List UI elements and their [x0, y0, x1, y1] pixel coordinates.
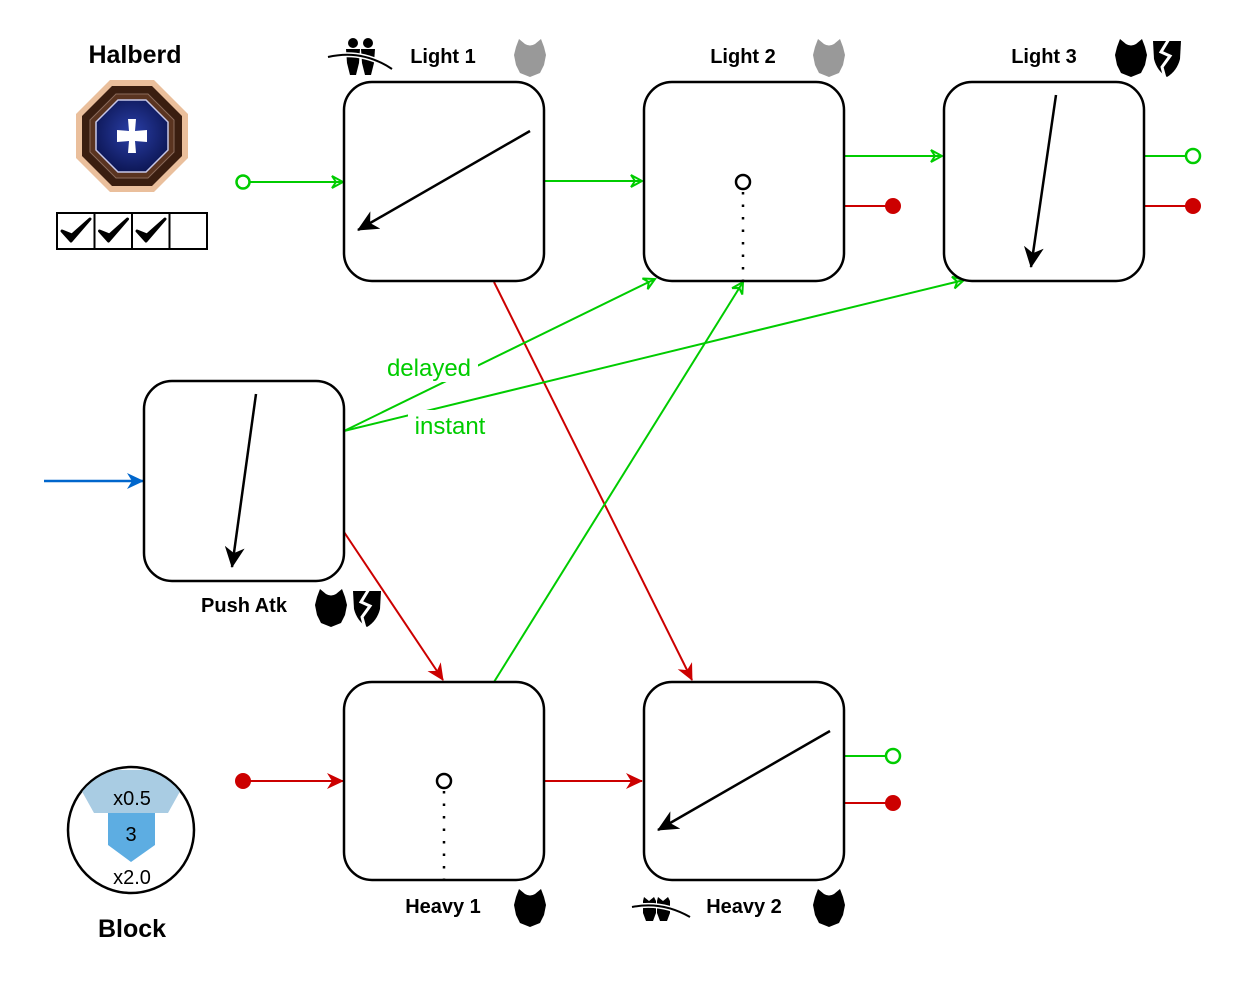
motion-arrow [357, 129, 531, 232]
edge-light1-to-heavy2 [493, 281, 693, 681]
start-heavy-terminal [235, 773, 251, 789]
dodge-icon [328, 38, 392, 75]
block-bottom-multiplier: x2.0 [113, 867, 151, 889]
node-label: Heavy 1 [405, 896, 481, 918]
block-top-multiplier: x0.5 [113, 788, 151, 810]
checkbox-4 [168, 212, 208, 250]
heavy-terminal [885, 795, 901, 811]
edge-label-delayed: delayed [387, 355, 471, 382]
broken-shield-icon [351, 587, 383, 630]
thrust-point [734, 173, 752, 191]
armor-black-icon [514, 889, 546, 927]
checkmark-icon [98, 217, 129, 243]
edge-label-instant: instant [415, 413, 486, 440]
armor-grey-icon [813, 39, 845, 77]
light-terminal [884, 747, 902, 765]
node-push-attack[interactable]: Push Atk [142, 379, 383, 630]
thrust-point [435, 772, 453, 790]
block-label: Block [98, 915, 166, 943]
dodge-icon [632, 897, 690, 921]
armor-black-icon [813, 889, 845, 927]
heavy-terminal [1185, 198, 1201, 214]
node-light2[interactable]: Light 2 [642, 39, 846, 283]
node-light3[interactable]: Light 3 [942, 37, 1183, 283]
weapon-title: Halberd [88, 41, 181, 69]
heavy-terminal [885, 198, 901, 214]
armor-black-icon [1115, 39, 1147, 77]
start-light-terminal [235, 174, 251, 190]
cross-emblem-icon [76, 80, 188, 192]
broken-shield-icon [1151, 37, 1183, 80]
checkmark-icon [60, 217, 92, 243]
block-top-band [70, 770, 192, 813]
node-label: Light 2 [710, 46, 776, 68]
motion-arrow [1023, 94, 1058, 268]
node-label: Light 3 [1011, 46, 1077, 68]
motion-arrow [657, 729, 831, 832]
checkbox-2 [93, 212, 133, 250]
checkbox-3 [131, 212, 171, 250]
block-widget: x0.5 3 x2.0 Block [66, 765, 196, 943]
motion-arrow [224, 393, 258, 568]
checkmark-icon [135, 217, 167, 243]
node-label: Push Atk [201, 595, 288, 617]
node-light1[interactable]: Light 1 [328, 38, 546, 283]
node-heavy1[interactable]: Heavy 1 [342, 680, 546, 927]
node-label: Light 1 [410, 46, 476, 68]
charge-checkboxes [56, 212, 208, 250]
edge-push-to-heavy1 [343, 531, 444, 681]
block-value-badge [108, 813, 155, 862]
checkbox-1 [56, 212, 96, 250]
armor-black-icon [315, 589, 347, 627]
light-terminal [1184, 147, 1202, 165]
edge-heavy1-to-light2 [493, 282, 743, 683]
edge-push-to-light3-instant [343, 280, 964, 432]
node-heavy2[interactable]: Heavy 2 [632, 680, 846, 927]
edges: delayed instant [44, 147, 1202, 811]
block-value: 3 [125, 824, 136, 846]
armor-grey-icon [514, 39, 546, 77]
node-label: Heavy 2 [706, 896, 782, 918]
edge-push-to-light2-delayed [343, 279, 655, 432]
